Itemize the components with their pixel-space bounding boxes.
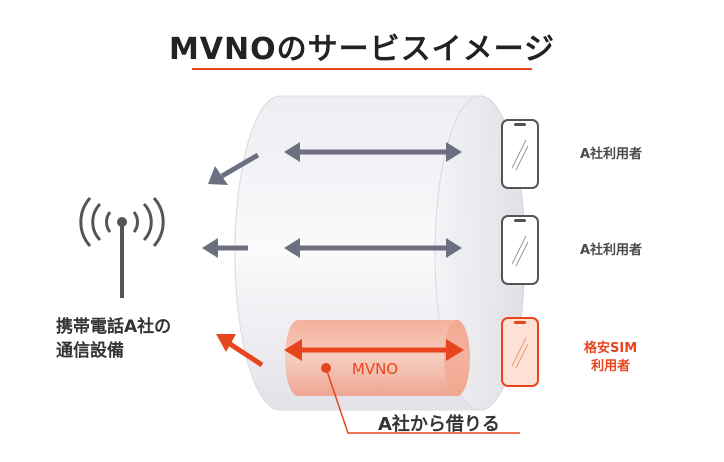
user-label-2: A社利用者 (580, 243, 643, 258)
mvno-cylinder (285, 320, 470, 396)
user-label-3-line2: 利用者 (591, 359, 631, 374)
connection-arrow-1 (284, 142, 462, 162)
tower-label: 携帯電話A社の 通信設備 (56, 315, 206, 363)
connection-arrow-2 (284, 238, 462, 258)
mvno-label: MVNO (352, 360, 398, 378)
tower-label-line1: 携帯電話A社の (56, 317, 172, 337)
title-underline (192, 68, 532, 70)
borrow-label: A社から借りる (378, 414, 500, 435)
page-title: MVNOのサービスイメージ (168, 32, 556, 67)
mvno-arrow (284, 339, 464, 361)
arrow-to-tower-2 (202, 238, 248, 258)
arrow-to-tower-1 (208, 152, 260, 185)
borrow-leader-line (321, 363, 520, 434)
antenna-icon (79, 197, 165, 298)
tower-label-line2: 通信設備 (56, 341, 124, 361)
arrow-to-tower-mvno (216, 334, 264, 368)
smartphone-icon (501, 119, 539, 189)
user-label-3: 格安SIM 利用者 (584, 340, 637, 376)
smartphone-icon (501, 215, 539, 285)
smartphone-icon (501, 317, 539, 387)
user-label-1: A社利用者 (580, 147, 643, 162)
user-label-3-line1: 格安SIM (584, 341, 638, 356)
